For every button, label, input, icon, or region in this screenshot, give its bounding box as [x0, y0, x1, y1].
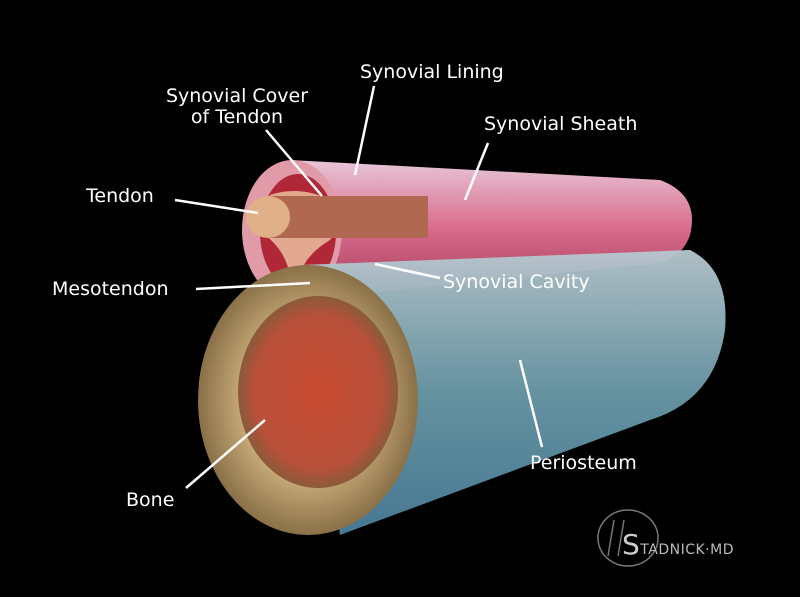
label-tendon: Tendon: [86, 185, 154, 207]
tendon-shape: [246, 196, 428, 238]
leader-synovial-cavity: [374, 262, 441, 280]
label-synovial-cover-line2: of Tendon: [190, 106, 284, 128]
leader-synovial-lining: [353, 85, 376, 176]
watermark: STADNICK·MD: [622, 528, 734, 561]
leader-tendon: [174, 198, 259, 215]
leader-periosteum: [518, 359, 544, 448]
watermark-text: TADNICK·MD: [640, 542, 734, 558]
label-synovial-cavity: Synovial Cavity: [443, 271, 590, 293]
label-bone: Bone: [126, 489, 175, 511]
label-synovial-lining: Synovial Lining: [360, 61, 504, 83]
watermark-initial: S: [622, 528, 641, 561]
leader-synovial-cover: [265, 129, 323, 197]
leader-mesotendon: [195, 281, 311, 291]
label-mesotendon: Mesotendon: [52, 278, 169, 300]
leader-bone: [185, 419, 266, 489]
leader-synovial-sheath: [463, 142, 490, 201]
label-periosteum: Periosteum: [530, 452, 637, 474]
stadnick-logo: [597, 509, 659, 567]
label-synovial-cover-line1: Synovial Cover: [165, 85, 309, 107]
label-synovial-sheath: Synovial Sheath: [484, 113, 638, 135]
bone-shape: [198, 250, 726, 535]
leader-lines: [174, 85, 544, 489]
